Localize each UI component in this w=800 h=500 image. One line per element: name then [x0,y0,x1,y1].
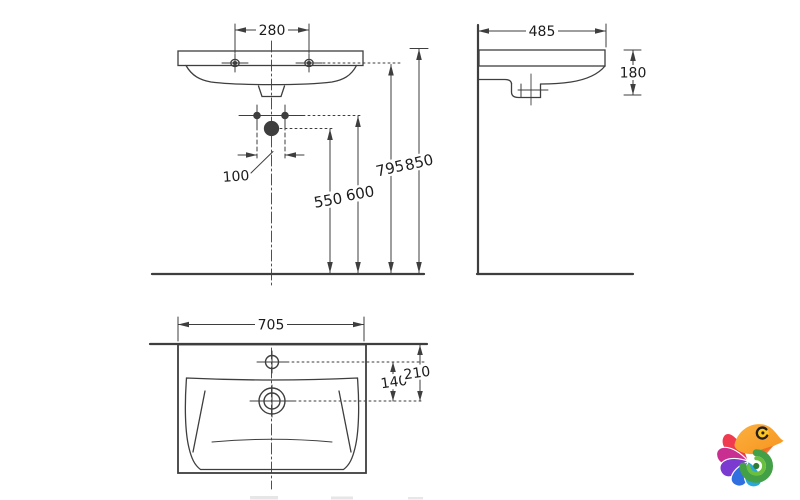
front-dim-280: 280 [234,22,310,54]
chameleon-logo [716,424,784,488]
plan-view: 705 140 210 [148,316,434,490]
front-dim-550: 550 [309,128,347,274]
dim-label-depth: 485 [529,24,556,40]
dim-label-faucet-spacing: 280 [259,23,286,39]
front-tap-hole-left [221,53,249,73]
front-dim-850: 850 [400,48,438,274]
plan-inner-rim [184,377,360,471]
front-drain-outlet [257,85,286,98]
dim-label-rim-height: 180 [620,66,647,82]
dim-label-drain-height: 550 [312,189,343,212]
plan-bowl-ridge-left [192,390,206,453]
front-dim-795: 795 [371,64,409,274]
side-underside [478,78,513,85]
side-drain-trap [510,82,542,99]
front-dim-100: 100 [222,151,305,186]
front-view: 280 100 550 600 [150,22,438,289]
front-projection-lines [279,62,401,129]
plan-dim-210: 210 [400,344,434,402]
dim-label-fixing-offset: 100 [222,168,250,186]
dim-label-faucet-height: 795 [374,156,406,180]
logo-eye [755,426,769,440]
plan-projection-lines [286,361,425,402]
bottom-edge-artifacts [250,496,423,500]
plan-drain [249,384,295,418]
plan-bowl-ridge-right [338,390,352,453]
side-dim-485: 485 [477,23,607,48]
plan-tap-hole [256,350,288,374]
side-bowl-outline [540,65,606,85]
plan-bowl-floor-edge [211,438,333,443]
side-dim-180: 180 [617,49,649,96]
dim-label-wall-to-drain: 210 [403,364,432,384]
side-rim [478,49,606,67]
dim-label-width: 705 [258,318,285,334]
front-drain-point [263,120,280,137]
plan-dim-705: 705 [177,316,365,342]
logo-tail-spiral [739,449,773,483]
front-dim-600: 600 [341,115,379,274]
dim-label-faucet-to-drain: 140 [380,373,409,393]
side-view: 485 180 [475,23,649,276]
dim-label-fixing-height: 600 [344,182,375,205]
dim-label-overall-height: 850 [403,150,435,174]
front-rim [177,50,364,67]
plan-outer-rect [177,343,367,474]
